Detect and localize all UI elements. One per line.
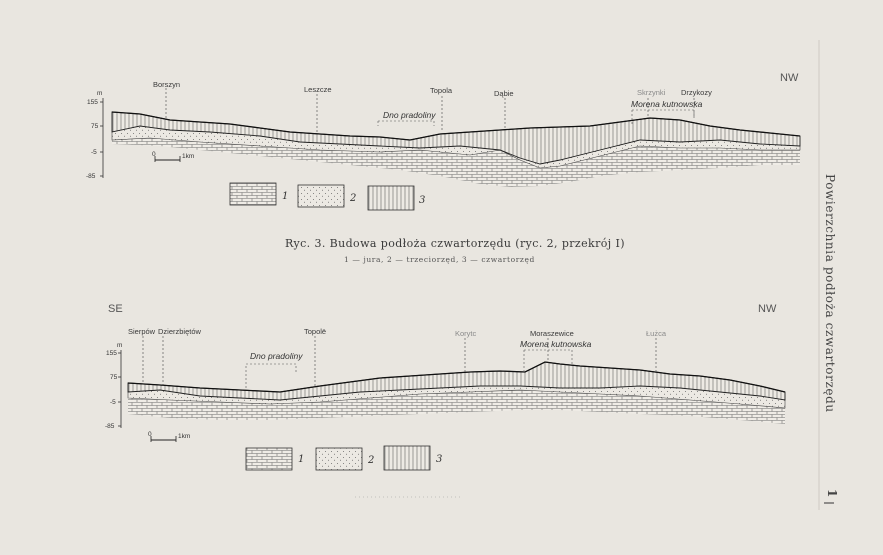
profile2-nw-label: NW xyxy=(758,303,777,315)
profile1-surface-line xyxy=(111,111,801,141)
profile2-tick-75: 75 xyxy=(110,374,118,381)
profile2-jura-layer xyxy=(128,390,785,424)
profile2-y-unit: m xyxy=(117,342,122,349)
profile2-place-koryto: Korytc xyxy=(455,329,477,338)
profile2-legend-2: 2 xyxy=(367,455,374,466)
profile2-legend-swatch-tertiary xyxy=(315,447,363,471)
profile1-legend-swatch-tertiary xyxy=(297,184,345,208)
profile1-legend-3: 3 xyxy=(419,195,425,206)
profile1-scale-0: 0 xyxy=(152,151,156,158)
profile2-scale-1km: 1km xyxy=(178,433,190,440)
profile2-tick-155: 155 xyxy=(106,350,117,357)
profile2-annot-valley: Dno pradoliny xyxy=(250,351,303,361)
profile1-scale-bar xyxy=(154,156,181,162)
profile1-tick-155: 155 xyxy=(87,99,98,106)
profile2-tick-minus5: -5 xyxy=(110,399,116,406)
profile1-jura-layer xyxy=(112,138,800,187)
profile1-place-dabie: Dąbie xyxy=(494,89,514,98)
profile2-legend: 1 2 3 xyxy=(245,445,442,471)
profile1-tick-75: 75 xyxy=(91,123,99,130)
profile2-legend-swatch-quaternary xyxy=(383,445,431,471)
profile1-place-topola: Topola xyxy=(430,86,453,95)
figure-caption-title: Ryc. 3. Budowa podłoża czwartorzędu (ryc… xyxy=(285,237,625,250)
profile2-place-luzca: Łużca xyxy=(646,329,667,338)
profile1-annot-moraine: Morena kutnowska xyxy=(631,99,703,109)
profile2-place-dzierzbietow: Dzierzbiętów xyxy=(158,327,202,336)
profile2-valley-bracket xyxy=(245,363,297,388)
profile1-legend: 1 2 3 xyxy=(229,182,425,211)
profile1-legend-1: 1 xyxy=(282,191,288,202)
profile1-valley-bracket xyxy=(377,120,435,126)
profile1-legend-2: 2 xyxy=(349,193,356,204)
profile1-tick-minus5: -5 xyxy=(91,149,97,156)
profile-2: SE NW m 155 75 -5 -85 Sierp xyxy=(105,303,786,471)
profile1-place-skrzynki: Skrzynki xyxy=(637,88,666,97)
profile2-scale-bar xyxy=(150,436,177,442)
profile1-y-axis: m 155 75 -5 -85 xyxy=(86,90,104,180)
profile1-scale-1km: 1km xyxy=(182,153,194,160)
profile2-surface-line xyxy=(127,361,786,393)
profile1-legend-swatch-quaternary xyxy=(367,185,415,211)
profile2-legend-3: 3 xyxy=(436,454,442,465)
page-number: 1 xyxy=(825,489,839,498)
profile1-place-drzykozy: Drzykozy xyxy=(681,88,712,97)
profile1-y-unit: m xyxy=(97,90,102,97)
profile2-tick-minus85: -85 xyxy=(105,423,115,430)
profile2-place-sierpow: Sierpów xyxy=(128,327,156,336)
profile1-moraine-bracket xyxy=(631,109,695,126)
profile1-place-borszyn: Borszyn xyxy=(153,80,180,89)
profile1-place-leszcze: Leszcze xyxy=(304,85,332,94)
profile2-se-label: SE xyxy=(108,303,123,315)
profile1-legend-swatch-jura xyxy=(229,182,277,206)
profile1-place-markers xyxy=(165,88,695,132)
profile2-place-topole: Topolë xyxy=(304,327,326,336)
profile2-legend-1: 1 xyxy=(298,454,304,465)
profile2-annot-moraine: Morena kutnowska xyxy=(520,339,592,349)
profile2-moraine-bracket xyxy=(523,349,573,372)
profile2-place-moraszewice: Moraszewice xyxy=(530,329,574,338)
profile1-annot-valley: Dno pradoliny xyxy=(383,110,436,120)
profile1-tick-minus85: -85 xyxy=(86,173,96,180)
profile-1: NW m 155 75 -5 -85 Borszyn xyxy=(86,72,801,211)
profile2-y-axis: m 155 75 -5 -85 xyxy=(105,342,122,430)
profile2-legend-swatch-jura xyxy=(245,447,293,471)
profile1-nw-label: NW xyxy=(780,72,799,84)
side-running-title: Powierzchnia podłoża czwartorzędu xyxy=(823,174,837,413)
profile2-scale-0: 0 xyxy=(148,431,152,438)
figure-caption-legend-text: 1 — jura, 2 — trzeciorzęd, 3 — czwartorz… xyxy=(344,255,535,264)
